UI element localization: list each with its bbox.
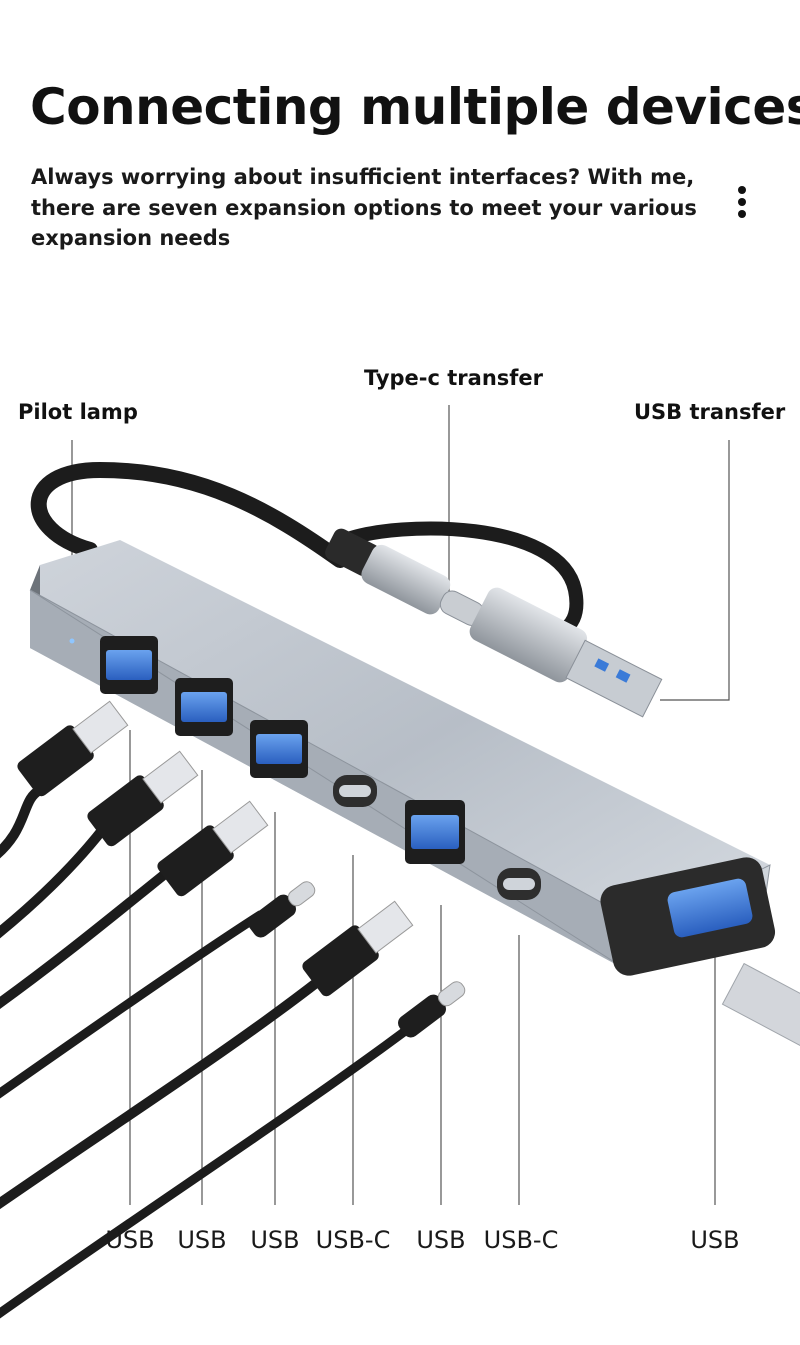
pilot-lamp-led (69, 638, 75, 644)
hub-ports (100, 636, 541, 900)
callout-type-c-transfer: Type-c transfer (364, 366, 544, 390)
usb-a-plug (469, 587, 663, 718)
page-subtitle: Always worrying about insufficient inter… (31, 165, 697, 250)
device-cables (0, 785, 425, 1319)
callout-pilot-lamp: Pilot lamp (18, 400, 138, 424)
leader-usb-transfer (660, 440, 730, 701)
port-label-1: USB (105, 1226, 155, 1254)
callout-usb-transfer: USB transfer (634, 400, 786, 424)
page-title: Connecting multiple devices (30, 78, 800, 136)
flash-drive (721, 962, 800, 1048)
port-label-7: USB (690, 1226, 740, 1254)
port-label-5: USB (416, 1226, 466, 1254)
port-label-3: USB (250, 1226, 300, 1254)
port-label-4: USB-C (315, 1226, 391, 1254)
device-usbc-plugs (248, 881, 466, 1038)
more-vertical-icon[interactable] (734, 186, 750, 226)
port-label-6: USB-C (483, 1226, 559, 1254)
device-usb-plugs (17, 700, 414, 997)
port-label-2: USB (177, 1226, 227, 1254)
type-c-plug (325, 528, 485, 626)
